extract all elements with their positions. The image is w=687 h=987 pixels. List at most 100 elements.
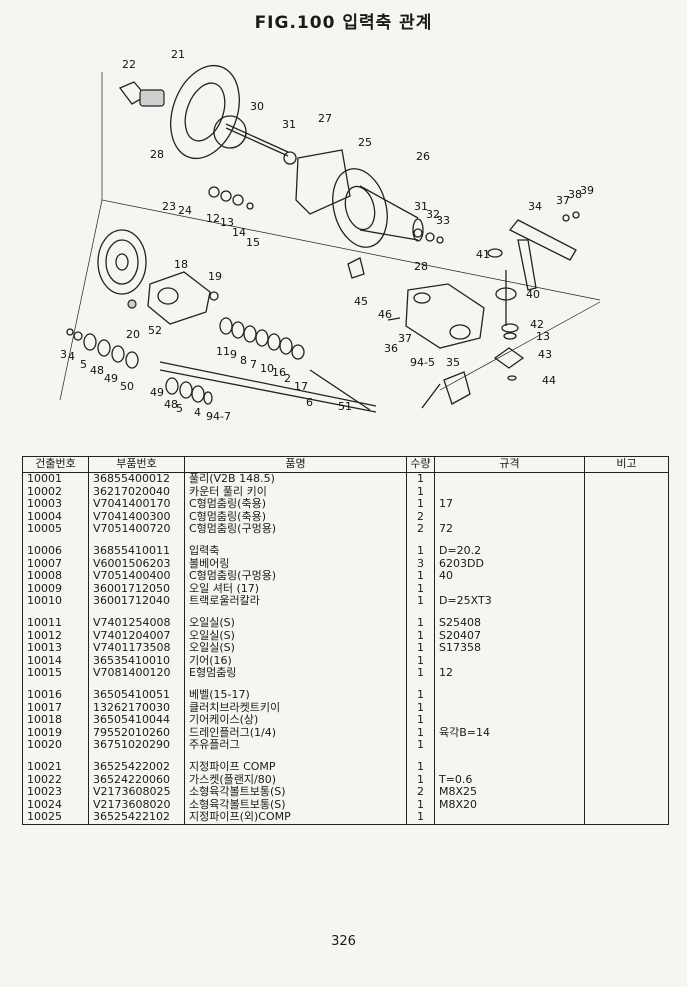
callout: 18 [174,258,188,271]
ref-no-cell: 10024 [22,798,89,812]
gasket-27 [295,149,351,215]
part-name-cell: 입력축 [184,544,407,558]
ref-no-cell: 10021 [22,760,89,774]
header-spec: 규격 [434,456,585,473]
part-name-cell: 클러치브라켓트키이 [184,701,407,715]
callout: 4 [68,350,75,363]
quantity-cell: 1 [406,714,435,727]
remarks-cell [584,472,669,486]
part-no-cell: V7041400170 [88,498,185,511]
ref-no-cell: 10015 [22,667,89,680]
spec-cell [434,739,585,752]
remarks-cell [584,582,669,596]
callout: 52 [148,324,162,337]
part-name-cell: 드레인플러그(1/4) [184,726,407,740]
ref-no-cell: 10009 [22,582,89,596]
callout: 46 [378,308,392,321]
callout: 20 [126,328,140,341]
callout: 6 [306,396,313,409]
ref-no-cell: 10001 [22,472,89,486]
header-ref-no: 건출번호 [22,456,89,473]
remarks-cell [584,798,669,812]
part-name-cell: 가스켓(플랜지/80) [184,773,407,787]
callout: 36 [384,342,398,355]
remarks-cell [584,786,669,799]
quantity-cell: 1 [406,498,435,511]
spec-cell [434,760,585,774]
callout: 27 [318,112,332,125]
part-name-cell: 기어(16) [184,654,407,668]
bearing-housing-18 [147,271,211,325]
ref-no-cell: 10007 [22,557,89,571]
ref-no-cell: 10018 [22,714,89,727]
part-name-cell: C형멈춤링(구멍용) [184,570,407,583]
callout: 48 [90,364,104,377]
part-name-cell: C형멈춤링(축용) [184,498,407,511]
quantity-cell: 1 [406,654,435,668]
spec-cell: 40 [434,570,585,583]
part-name-cell: 지정파이프(외)COMP [184,811,407,825]
ref-no-cell: 10004 [22,510,89,524]
spec-cell: S20407 [434,629,585,643]
quantity-cell: 1 [406,582,435,596]
callout: 43 [538,348,552,361]
part-name-cell: 오일실(S) [184,642,407,655]
header-part-no: 부품번호 [88,456,185,473]
housing-25 [332,168,424,248]
part-name-cell: 주유플러그 [184,739,407,752]
part-no-cell: V6001506203 [88,557,185,571]
part-no-cell: 36217020040 [88,485,185,499]
ref-no-cell: 10017 [22,701,89,715]
callout: 9 [230,348,237,361]
callout: 33 [436,214,450,227]
remarks-cell [584,714,669,727]
part-no-cell: 36751020290 [88,739,185,752]
callout: 15 [246,236,260,249]
callout: 8 [240,354,247,367]
part-no-cell: 36855410011 [88,544,185,558]
ref-no-cell: 10014 [22,654,89,668]
remarks-cell [584,701,669,715]
callout: 50 [120,380,134,393]
remarks-cell [584,688,669,702]
quantity-cell: 1 [406,726,435,740]
callout: 28 [150,148,164,161]
spec-cell [434,811,585,825]
quantity-cell: 1 [406,701,435,715]
ref-no-cell: 10011 [22,616,89,630]
ref-no-cell: 10012 [22,629,89,643]
part-name-cell: 지정파이프 COMP [184,760,407,774]
ref-no-cell: 10008 [22,570,89,583]
ref-no-cell: 10022 [22,773,89,787]
part-no-cell: 36525422102 [88,811,185,825]
spec-cell: S25408 [434,616,585,630]
part-no-cell: V7401173508 [88,642,185,655]
remarks-cell [584,811,669,825]
callout: 37 [398,332,412,345]
part-no-cell: 36505410051 [88,688,185,702]
callout: 94-5 [410,356,435,369]
callout: 11 [216,345,230,358]
callout: 25 [358,136,372,149]
quantity-cell: 1 [406,570,435,583]
remarks-cell [584,629,669,643]
part-no-cell: 36535410010 [88,654,185,668]
callout: 41 [476,248,490,261]
quantity-cell: 1 [406,472,435,486]
callout: 31 [282,118,296,131]
callout: 35 [446,356,460,369]
ref-no-cell: 10019 [22,726,89,740]
spec-cell: D=25XT3 [434,595,585,608]
ref-no-cell: 10002 [22,485,89,499]
